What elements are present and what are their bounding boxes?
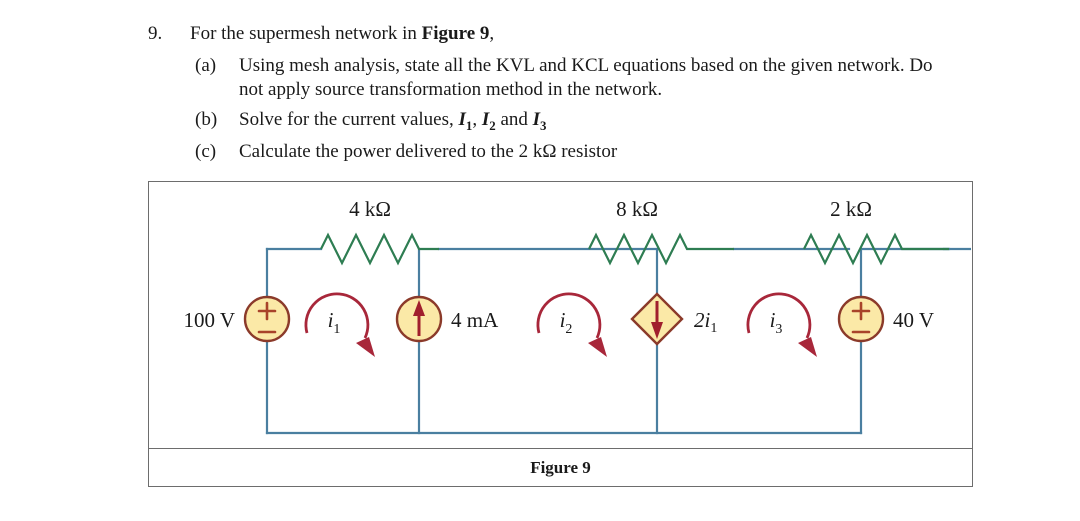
question-item-c: (c) Calculate the power delivered to the…	[195, 140, 978, 164]
dependent-source-gain: 2i	[694, 308, 711, 332]
current-variable-i2-symbol: I	[481, 109, 490, 131]
question-item-b-label: (b)	[195, 109, 218, 131]
mesh-current-i1-symbol: i	[328, 308, 334, 332]
current-variable-i3: I3	[532, 109, 547, 133]
current-source-4ma-arrow-up-icon	[413, 300, 425, 336]
mesh-current-i2-symbol: i	[560, 308, 566, 332]
mesh-current-i2-sub: 2	[565, 322, 572, 337]
mesh-current-i1: i1	[304, 292, 375, 357]
question-item-b-prefix: Solve for the current values,	[239, 109, 459, 131]
voltage-source-40v-polarity	[851, 301, 871, 334]
current-variable-i1: I1	[458, 109, 473, 133]
mesh-current-i2-arc	[536, 292, 602, 339]
question-stem-suffix: ,	[489, 23, 495, 44]
mesh-current-i1-sub: 1	[333, 322, 340, 337]
circuit-svg: 4 kΩ 8 kΩ 2 kΩ 100 V	[183, 197, 971, 435]
question-block: 9. For the supermesh network in Figure 9…	[148, 22, 978, 170]
resistor-2k-label: 2 kΩ	[830, 197, 872, 221]
mesh-current-i1-label: i1	[328, 308, 341, 337]
question-item-b-text: Solve for the current values, I1, I2 and…	[239, 108, 939, 134]
question-stem-prefix: For the supermesh network in	[190, 23, 422, 44]
current-variable-i2: I2	[481, 109, 496, 133]
current-variable-i3-symbol: I	[532, 109, 541, 131]
figure-caption: Figure 9	[530, 457, 591, 477]
question-number: 9.	[148, 23, 163, 44]
question-item-c-label: (c)	[195, 141, 217, 163]
dependent-source-subscript: 1	[710, 321, 717, 336]
mesh-current-i3-arrowhead	[798, 337, 817, 357]
question-item-a: (a) Using mesh analysis, state all the K…	[195, 54, 978, 102]
resistor-labels: 4 kΩ 8 kΩ 2 kΩ	[349, 197, 872, 221]
mesh-current-i2-label: i2	[560, 308, 573, 337]
question-item-b: (b) Solve for the current values, I1, I2…	[195, 108, 978, 134]
voltage-source-100v-polarity	[257, 301, 277, 334]
mesh-current-i2: i2	[536, 292, 607, 357]
figure-caption-box: Figure 9	[149, 448, 972, 486]
question-item-c-text: Calculate the power delivered to the 2 k…	[239, 141, 618, 163]
current-source-4ma[interactable]: 4 mA	[395, 295, 499, 343]
voltage-source-100v[interactable]: 100 V	[183, 295, 291, 343]
question-stem-row: 9. For the supermesh network in Figure 9…	[148, 22, 978, 45]
question-stem-figure-ref: Figure 9	[421, 23, 490, 44]
circuit-resistors	[320, 232, 949, 266]
mesh-current-i3-arc	[746, 292, 812, 339]
dependent-current-source[interactable]: 2i1	[630, 292, 717, 346]
resistor-4k-zigzag	[320, 232, 439, 266]
voltage-source-100v-label: 100 V	[183, 308, 235, 332]
current-variable-i1-sub: 1	[465, 117, 473, 133]
question-stem: For the supermesh network in Figure 9,	[190, 22, 494, 45]
current-variable-i1-symbol: I	[458, 109, 466, 131]
voltage-source-40v-label: 40 V	[893, 308, 934, 332]
dependent-current-source-arrow-down-icon	[651, 301, 663, 339]
figure-box: 4 kΩ 8 kΩ 2 kΩ 100 V	[148, 181, 973, 487]
mesh-current-i3-sub: 3	[775, 322, 782, 337]
mesh-current-i3: i3	[746, 292, 817, 357]
mesh-current-i3-symbol: i	[770, 308, 776, 332]
current-source-4ma-label: 4 mA	[451, 308, 499, 332]
resistor-4k-label: 4 kΩ	[349, 197, 391, 221]
mesh-current-i3-label: i3	[770, 308, 783, 337]
question-item-a-text: Using mesh analysis, state all the KVL a…	[239, 55, 933, 101]
resistor-2k-zigzag	[803, 232, 949, 266]
current-variable-i3-sub: 3	[540, 117, 547, 133]
mesh-current-i1-arc	[304, 292, 370, 339]
current-variable-i2-sub: 2	[489, 117, 496, 133]
voltage-source-40v[interactable]: 40 V	[837, 295, 934, 343]
question-item-a-label: (a)	[195, 55, 217, 77]
resistor-8k-label: 8 kΩ	[616, 197, 658, 221]
dependent-current-source-label: 2i1	[694, 308, 717, 336]
mesh-current-i1-arrowhead	[356, 337, 375, 357]
question-sub-items: (a) Using mesh analysis, state all the K…	[195, 54, 978, 164]
question-item-b-sep1: ,	[472, 109, 482, 131]
question-item-b-sep2: and	[495, 109, 533, 131]
resistor-8k-zigzag	[588, 232, 734, 266]
circuit-diagram: 4 kΩ 8 kΩ 2 kΩ 100 V	[149, 182, 972, 450]
mesh-current-i2-arrowhead	[588, 337, 607, 357]
